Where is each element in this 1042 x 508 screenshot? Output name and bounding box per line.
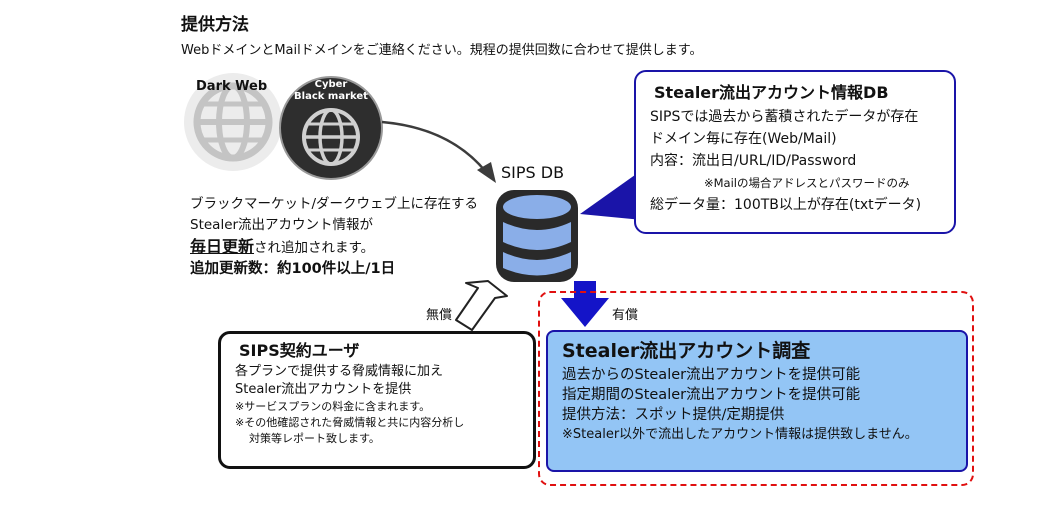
daily-update-highlight: 毎日更新 (190, 237, 255, 256)
desc-line3: 毎日更新され追加されます。 (190, 236, 478, 259)
free-arrow-icon (455, 280, 508, 331)
user-box-line1: 各プランで提供する脅威情報に加え (235, 364, 444, 379)
user-box-note2a: ※その他確認された脅威情報と共に内容分析し (235, 416, 465, 429)
paid-arrow-icon (561, 281, 609, 327)
cyber-label-line1: Cyber (314, 79, 348, 90)
database-icon (496, 190, 578, 282)
page-subtitle: WebドメインとMailドメインをご連絡ください。規程の提供回数に合わせて提供し… (181, 43, 703, 58)
callout-pointer (580, 170, 642, 220)
cyber-black-market-label: Cyber Black market (284, 79, 378, 103)
user-box-note1: ※サービスプランの料金に含まれます。 (235, 400, 431, 413)
desc-line1: ブラックマーケット/ダークウェブ上に存在する (190, 196, 479, 212)
user-box-line2: Stealer流出アカウントを提供 (235, 382, 412, 397)
user-box-title: SIPS契約ユーザ (239, 341, 360, 360)
paid-service-frame (538, 291, 974, 486)
paid-box-title: Stealer流出アカウント調査 (562, 340, 811, 362)
source-description: ブラックマーケット/ダークウェブ上に存在する Stealer流出アカウント情報が… (190, 194, 478, 280)
cyber-black-market-globe-icon (279, 76, 383, 180)
callout-note: ※Mailの場合アドレスとパスワードのみ (704, 176, 910, 190)
dark-web-label: Dark Web (196, 79, 268, 94)
callout-line: ドメイン毎に存在(Web/Mail) (650, 131, 837, 147)
sips-contract-user-box: SIPS契約ユーザ 各プランで提供する脅威情報に加え Stealer流出アカウン… (218, 331, 536, 469)
paid-box-line2: 指定期間のStealer流出アカウントを提供可能 (562, 387, 861, 403)
stealer-db-callout: Stealer流出アカウント情報DB SIPSでは過去から蓄積されたデータが存在… (634, 70, 956, 234)
desc-line4: 追加更新数：約100件以上/1日 (190, 261, 396, 277)
callout-total: 総データ量：100TB以上が存在(txtデータ) (650, 197, 922, 213)
stealer-investigation-box: Stealer流出アカウント調査 過去からのStealer流出アカウントを提供可… (546, 330, 968, 472)
paid-box-note: ※Stealer以外で流出したアカウント情報は提供致しません。 (562, 427, 918, 442)
curved-arrow-icon (381, 120, 496, 183)
sips-db-label: SIPS DB (501, 163, 565, 182)
desc-line3-rest: され追加されます。 (254, 240, 375, 256)
paid-box-line1: 過去からのStealer流出アカウントを提供可能 (562, 367, 861, 383)
user-box-note2b: 対策等レポート致します。 (249, 432, 380, 445)
callout-line: SIPSでは過去から蓄積されたデータが存在 (650, 109, 919, 125)
dark-web-globe-icon (184, 73, 282, 171)
page-title: 提供方法 (181, 15, 249, 35)
callout-title: Stealer流出アカウント情報DB (654, 83, 889, 102)
free-label: 無償 (426, 308, 453, 323)
callout-line: 内容：流出日/URL/ID/Password (650, 153, 857, 169)
paid-box-line3: 提供方法：スポット提供/定期提供 (562, 407, 785, 423)
desc-line2: Stealer流出アカウント情報が (190, 217, 374, 233)
paid-label: 有償 (612, 308, 639, 323)
cyber-label-line2: Black market (294, 91, 368, 102)
